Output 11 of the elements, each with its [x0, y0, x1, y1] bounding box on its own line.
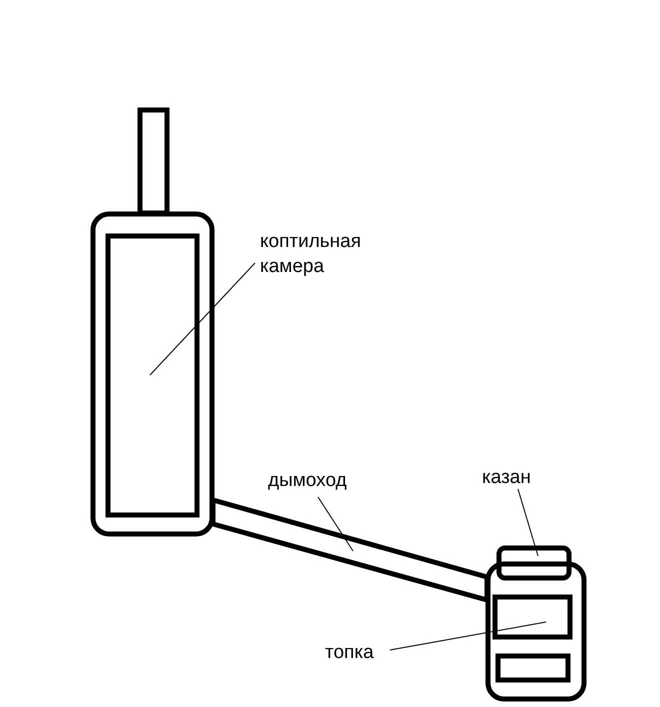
- flue-pipe: [210, 496, 490, 604]
- leader-line: [390, 622, 546, 650]
- firebox-door: [492, 594, 572, 640]
- leader-line: [318, 496, 354, 552]
- label-text: казан: [482, 465, 552, 490]
- label-text: топка: [325, 640, 395, 665]
- cauldron-box: [496, 546, 572, 580]
- label-text: дымоход: [268, 468, 378, 493]
- chamber-inner-box: [106, 234, 200, 518]
- leader-line: [518, 488, 538, 556]
- label-text: коптильная камера: [260, 229, 390, 279]
